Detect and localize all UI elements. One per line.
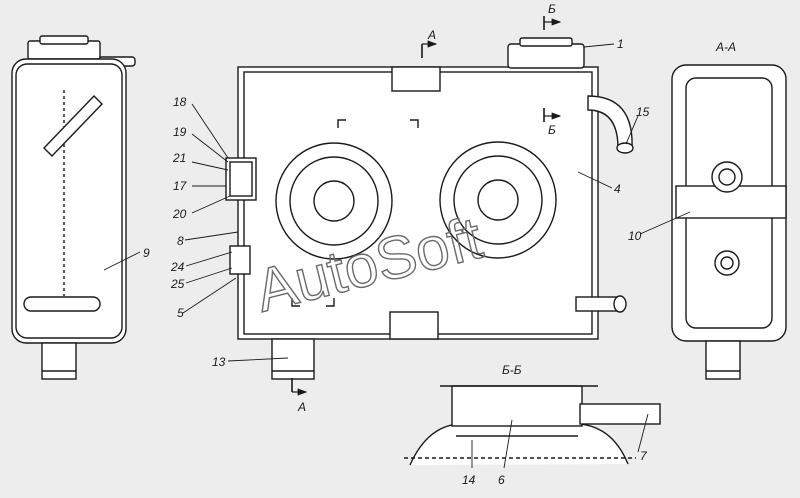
callout-10: 10 xyxy=(628,229,642,243)
callout-24: 24 xyxy=(170,260,185,274)
callout-7: 7 xyxy=(640,449,648,463)
callout-17: 17 xyxy=(173,179,188,193)
cut-mark-a-bottom-label: А xyxy=(297,400,306,414)
callout-4: 4 xyxy=(614,182,621,196)
callout-21: 21 xyxy=(172,151,186,165)
section-title-b-b: Б-Б xyxy=(502,363,522,377)
cut-mark-a-top-label: А xyxy=(427,28,436,42)
callout-15: 15 xyxy=(636,105,650,119)
cut-mark-a-top: А xyxy=(421,28,438,58)
callout-19: 19 xyxy=(173,125,187,139)
cut-mark-b-mid: Б xyxy=(543,108,562,137)
callout-5: 5 xyxy=(177,306,184,320)
callout-13: 13 xyxy=(212,355,226,369)
callout-9: 9 xyxy=(143,246,150,260)
callout-18: 18 xyxy=(173,95,187,109)
left-side-view xyxy=(11,35,136,380)
cut-mark-b-top-label: Б xyxy=(548,2,556,16)
callout-14: 14 xyxy=(462,473,476,487)
callout-8: 8 xyxy=(177,234,184,248)
callout-1: 1 xyxy=(617,37,624,51)
cut-mark-b-mid-label: Б xyxy=(548,123,556,137)
callout-6: 6 xyxy=(498,473,505,487)
section-a-a-view xyxy=(671,64,787,380)
section-title-a-a: А-А xyxy=(715,40,736,54)
callout-25: 25 xyxy=(170,277,185,291)
leader-lines xyxy=(103,43,691,469)
cut-mark-b-top: Б xyxy=(543,2,562,30)
section-b-b-view xyxy=(404,385,661,466)
callout-20: 20 xyxy=(172,207,187,221)
front-view xyxy=(225,37,634,380)
cut-mark-a-bottom: А xyxy=(291,378,308,414)
